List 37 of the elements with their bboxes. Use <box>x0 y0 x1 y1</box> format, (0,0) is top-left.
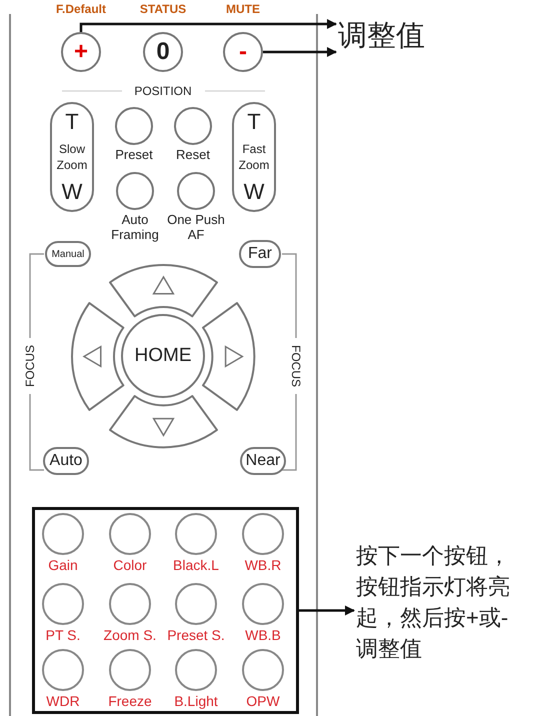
button-label: Black.L <box>172 557 220 574</box>
arrow <box>299 606 355 616</box>
button-panel <box>32 507 299 714</box>
button-label: B.Light <box>173 693 219 710</box>
button-label: Color <box>112 557 148 574</box>
button-label: One Push AF <box>166 212 226 242</box>
button-label: Reset <box>175 147 211 162</box>
button-label: Freeze <box>107 693 153 710</box>
button-label: PT S. <box>44 627 82 644</box>
round-button: + <box>61 32 101 72</box>
arrow <box>263 47 337 57</box>
button-label: Gain <box>47 557 79 574</box>
zoom-rocker: T Fast Zoom W <box>232 102 276 212</box>
button-label: F.Default <box>56 2 106 16</box>
pill-button: Manual <box>45 241 91 267</box>
button-label: WDR <box>45 693 81 710</box>
button-label: Preset <box>114 147 154 162</box>
pill-button: Auto <box>43 447 89 475</box>
annotation-text: 调整值 <box>338 14 458 58</box>
button-label: STATUS <box>140 2 186 16</box>
button-label: WB.B <box>244 627 282 644</box>
button-label: Auto Framing <box>110 212 160 242</box>
button-label: OPW <box>245 693 281 710</box>
button-label: MUTE <box>226 2 260 16</box>
home-button: HOME <box>121 314 205 398</box>
round-button: 0 <box>143 32 183 72</box>
section-label: POSITION <box>132 84 194 98</box>
zoom-rocker: T Slow Zoom W <box>50 102 94 212</box>
focus-label: FOCUS <box>289 343 303 389</box>
pill-button: Far <box>239 240 281 268</box>
round-button: - <box>223 32 263 72</box>
annotation-text: 按下一个按钮，按钮指示灯将亮起，然后按+或-调整值 <box>356 540 520 664</box>
button-label: Preset S. <box>166 627 226 644</box>
arrow <box>80 19 337 32</box>
button-label: WB.R <box>244 557 282 574</box>
pill-button: Near <box>240 447 286 475</box>
focus-label: FOCUS <box>23 343 37 389</box>
